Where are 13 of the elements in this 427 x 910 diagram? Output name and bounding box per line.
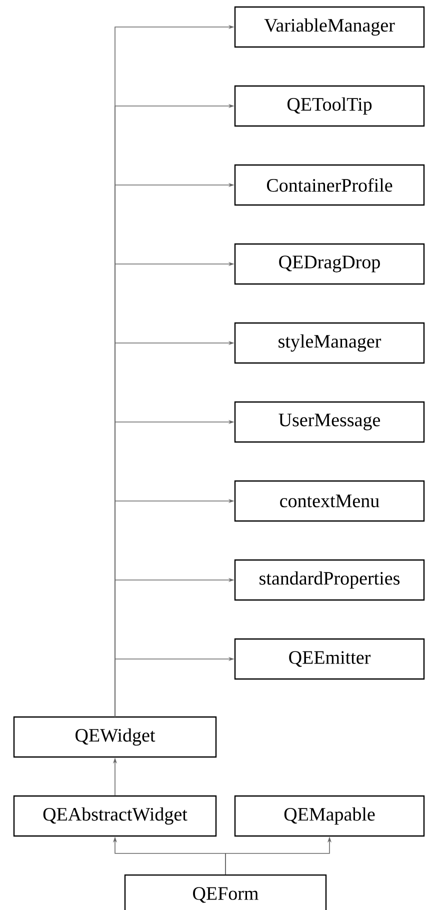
class-box: UserMessage <box>234 401 425 443</box>
class-box: QEForm <box>124 874 327 910</box>
class-box: ContainerProfile <box>234 164 425 206</box>
class-box: VariableManager <box>234 6 425 48</box>
class-box: contextMenu <box>234 480 425 522</box>
class-box: styleManager <box>234 322 425 364</box>
class-box: QEMapable <box>234 795 425 837</box>
class-box: QEWidget <box>13 716 217 758</box>
class-box: QEDragDrop <box>234 243 425 285</box>
class-box: QEAbstractWidget <box>13 795 217 837</box>
class-box: standardProperties <box>234 559 425 601</box>
class-box: QEEmitter <box>234 638 425 680</box>
class-box: QEToolTip <box>234 85 425 127</box>
